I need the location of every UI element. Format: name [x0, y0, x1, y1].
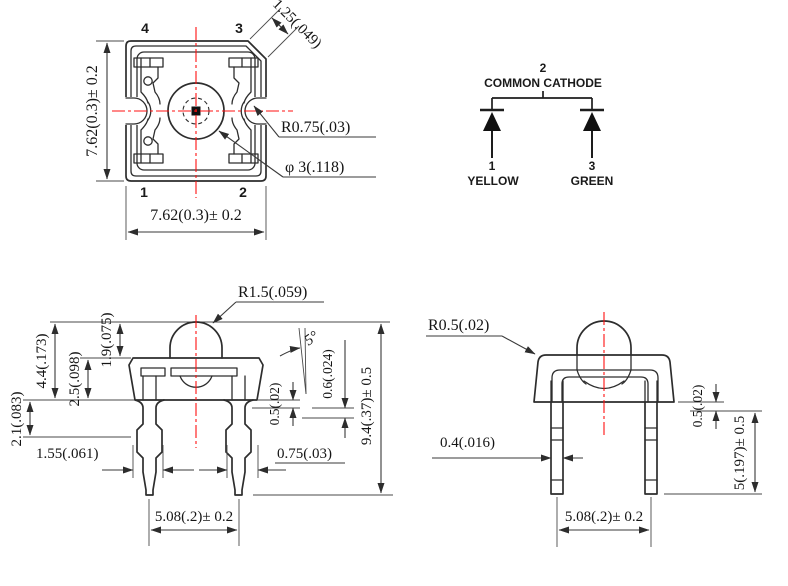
dim-height-front: 9.4(.37)± 0.5 [253, 323, 393, 496]
dim-corner: 1.25(.049) [249, 0, 325, 58]
dim-0-5-front: 0.5(.02) [252, 382, 300, 426]
dim-lead-thickness-label: 0.4(.016) [440, 435, 495, 451]
legs-side [550, 401, 658, 495]
top-view: 4 3 1 2 7.62(0.3)± 0.2 7.62(0.3)± 0.2 1.… [84, 0, 376, 240]
dim-lens-label: φ 3(.118) [285, 159, 344, 176]
body-outline-side [533, 354, 675, 403]
schematic-pin2-label: 2 [540, 61, 547, 75]
diode-arrow [583, 112, 601, 131]
dim-1-55: 1.55(.061) [36, 445, 194, 478]
schematic-pin1-label: 1 [489, 159, 496, 173]
dim-2-1-label: 2.1(.083) [9, 392, 25, 447]
dim-height-front-label: 9.4(.37)± 0.5 [359, 367, 375, 445]
pin-2-label: 2 [239, 184, 247, 200]
dim-0-6: 0.6(.024) [302, 340, 354, 438]
dim-lead-length-label: 5(.197)± 0.5 [732, 416, 748, 490]
dim-pitch-side: 5.08(.2)± 0.2 [556, 497, 652, 547]
lead-frame-arm-right [231, 66, 252, 155]
dim-4-4-label: 4.4(.173) [34, 334, 50, 389]
diode-green [580, 108, 604, 158]
schematic: 2 COMMON CATHODE 1 YELLOW 3 GREEN [467, 61, 613, 188]
schematic-pin1-color: YELLOW [467, 174, 519, 188]
dim-1-9-label: 1.9(.075) [99, 313, 115, 368]
pin-1-label: 1 [140, 184, 148, 200]
dim-notch-radius: R0.75(.03) [253, 105, 376, 138]
package-outline-inner [130, 45, 262, 177]
side-view: R0.5(.02) 0.4(.016) 0.5(.02) 5(.197)± 0.… [426, 312, 762, 547]
schematic-title: COMMON CATHODE [484, 76, 602, 90]
dim-dome-radius-label: R1.5(.059) [238, 284, 307, 301]
dim-corner-label: 1.25(.049) [269, 0, 325, 52]
diode-arrow [483, 112, 501, 131]
dim-corner-radius-side: R0.5(.02) [426, 317, 536, 355]
pin-4-label: 4 [141, 20, 149, 36]
body-internals-side [550, 354, 659, 403]
dim-lens-diameter: φ 3(.118) [218, 130, 376, 178]
dim-0-5-front-label: 0.5(.02) [267, 383, 282, 426]
dim-stack-left: 4.4(.173) 2.5(.098) 1.9(.075) 2.1(.083) [9, 313, 134, 447]
dim-corner-radius-label: R0.5(.02) [428, 317, 489, 334]
schematic-pin3-color: GREEN [571, 174, 614, 188]
dim-height: 7.62(0.3)± 0.2 [84, 40, 124, 182]
lead-frame-pads [133, 57, 259, 164]
dim-lead-thickness: 0.4(.016) [432, 435, 583, 462]
dim-notch-label: R0.75(.03) [281, 119, 350, 136]
front-view: R1.5(.059) 5° 4.4(.173) 2.5(.098) 1.9(.0… [9, 284, 393, 546]
dim-angle: 5° [279, 327, 322, 395]
dim-standoff: 0.5(.02) [678, 384, 762, 429]
pin-3-label: 3 [235, 20, 243, 36]
dim-lead-length: 5(.197)± 0.5 [664, 412, 762, 495]
dim-0-6-label: 0.6(.024) [320, 349, 335, 399]
dim-0-75-label: 0.75(.03) [277, 446, 332, 462]
dim-0-75: 0.75(.03) [199, 445, 345, 478]
dim-dome-radius: R1.5(.059) [212, 284, 324, 324]
leg-left [134, 399, 165, 496]
dim-width-label: 7.62(0.3)± 0.2 [150, 207, 241, 224]
dim-pitch-front-label: 5.08(.2)± 0.2 [155, 509, 233, 525]
leg-right [223, 399, 254, 496]
diode-yellow [480, 108, 504, 158]
dim-width: 7.62(0.3)± 0.2 [125, 186, 267, 240]
package-outline-outer [125, 40, 267, 182]
dim-standoff-label: 0.5(.02) [690, 385, 705, 428]
dim-pitch-side-label: 5.08(.2)± 0.2 [565, 509, 643, 525]
schematic-wires [491, 91, 593, 110]
dim-pitch-front: 5.08(.2)± 0.2 [148, 499, 240, 546]
dim-1-55-label: 1.55(.061) [36, 446, 99, 462]
dim-height-label: 7.62(0.3)± 0.2 [84, 65, 101, 156]
body-internals [140, 367, 246, 401]
dim-2-5-label: 2.5(.098) [67, 352, 83, 407]
schematic-pin3-label: 3 [589, 159, 596, 173]
